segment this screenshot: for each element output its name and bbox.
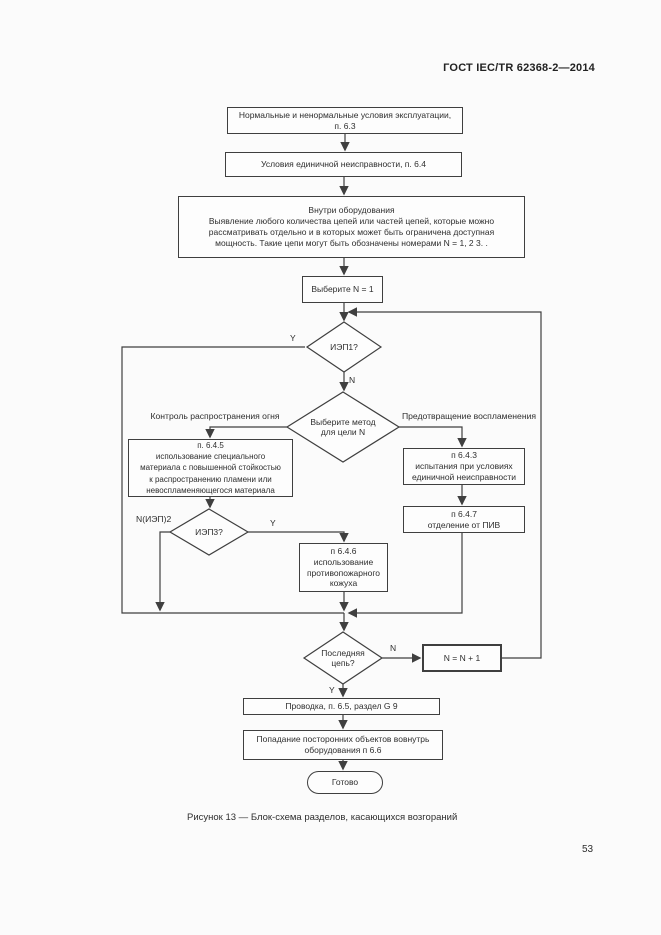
n-iep2-label: N(ИЭП)2 (136, 514, 172, 524)
branch-yes-iep3: Y (270, 518, 276, 528)
document-header: ГОСТ IEC/TR 62368-2—2014 (443, 62, 595, 74)
flow-box-single-fault: Условия единичной неисправности, п. 6.4 (225, 152, 462, 177)
figure-caption: Рисунок 13 — Блок-схема разделов, касающ… (187, 812, 458, 823)
decision-last-circuit-label: Последняя цепь? (321, 647, 365, 668)
fire-spread-control-label: Контроль распространения огня (150, 411, 280, 421)
ignition-prevention-label: Предотвращение воспламенения (401, 411, 537, 421)
connector-iep1-yes-loop (121, 346, 344, 614)
branch-no-last-circuit: N (390, 643, 397, 653)
decision-iep3-shape (168, 508, 250, 556)
decision-iep1-label: ИЭП1? (330, 341, 358, 352)
connector-iep3-yes-646 (248, 531, 349, 543)
flow-box-6-4-7: п 6.4.7 отделение от ПИВ (403, 506, 525, 533)
decision-method-label: Выберите метод для цели N (310, 416, 376, 437)
flow-box-6-4-3: п 6.4.3 испытания при условиях единичной… (403, 448, 525, 485)
flow-terminal-done: Готово (307, 771, 383, 794)
flow-box-select-n: Выберите N = 1 (302, 276, 383, 303)
flow-box-increment-n: N = N + 1 (422, 644, 502, 672)
branch-yes-last-circuit: Y (329, 685, 335, 695)
flow-box-6-4-5: п. 6.4.5 использование специального мате… (128, 439, 293, 497)
decision-method-shape (285, 391, 401, 463)
branch-yes-iep1: Y (290, 333, 296, 343)
decision-iep3-label: ИЭП3? (195, 526, 223, 537)
decision-iep1-shape (305, 321, 383, 373)
flow-box-inside-equipment: Внутри оборудования Выявление любого кол… (178, 196, 525, 258)
connector-method-645 (205, 426, 287, 439)
page-number: 53 (582, 844, 594, 855)
branch-no-iep1: N (349, 375, 356, 385)
flow-box-wiring: Проводка, п. 6.5, раздел G 9 (243, 698, 440, 715)
connector-increment-feedback (347, 307, 542, 659)
flow-box-6-4-6: п 6.4.6 использование противопожарного к… (299, 543, 388, 592)
flow-box-foreign-objects: Попадание посторонних объектов вовнутрь … (243, 730, 443, 760)
decision-last-circuit-shape (302, 631, 384, 685)
connector-647-join (347, 533, 463, 618)
connector-method-643 (399, 426, 467, 448)
connector-iep3-no (155, 531, 170, 612)
flow-box-normal-conditions: Нормальные и ненормальные условия эксплу… (227, 107, 463, 134)
